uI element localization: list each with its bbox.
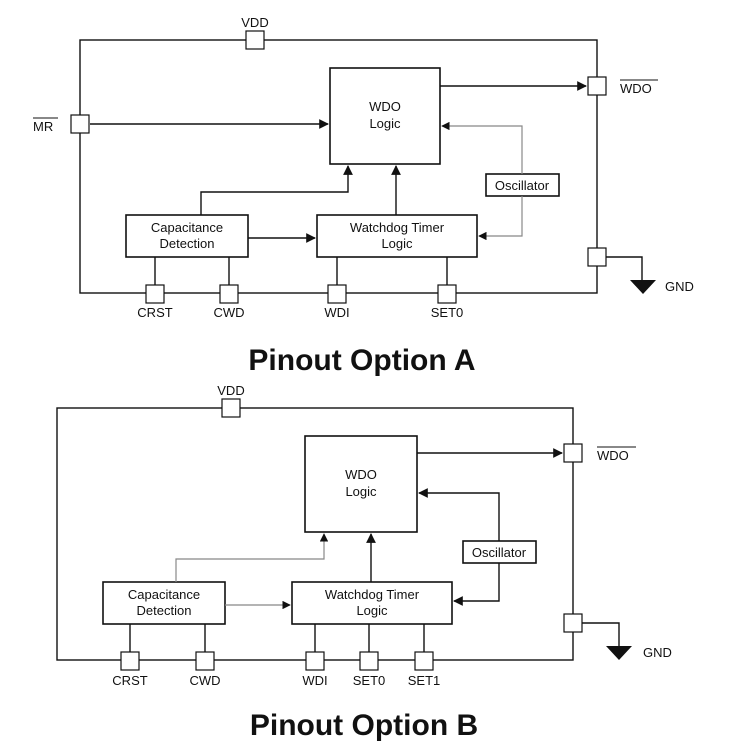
oscillator-block: Oscillator — [485, 173, 560, 197]
diagram-option-a: WDO Logic Oscillator Capacitance Detecti… — [33, 15, 694, 377]
mr-label: MR — [33, 119, 53, 134]
cap-to-wdo-logic — [200, 165, 353, 215]
capacitance-label-1: Capacitance — [151, 220, 223, 235]
osc-to-watchdog — [478, 196, 523, 241]
pin-vdd — [221, 398, 241, 418]
caption-option-b: Pinout Option B — [250, 709, 478, 742]
wdi-label: WDI — [324, 305, 349, 320]
cwd-label: CWD — [213, 305, 244, 320]
pin-cwd — [219, 284, 239, 304]
pin-set0 — [437, 284, 457, 304]
pin-set1 — [414, 651, 434, 671]
oscillator-label: Oscillator — [495, 178, 550, 193]
crst-label: CRST — [112, 673, 147, 688]
wdo-label: WDO — [597, 448, 629, 463]
diagram-option-b: WDO Logic Oscillator Capacitance Detecti… — [56, 383, 672, 742]
ground-icon — [606, 646, 632, 660]
cwd-label: CWD — [189, 673, 220, 688]
oscillator-block: Oscillator — [462, 540, 537, 564]
pin-mr — [70, 114, 90, 134]
watchdog-label-1: Watchdog Timer — [350, 220, 445, 235]
capacitance-label-1: Capacitance — [128, 587, 200, 602]
oscillator-label: Oscillator — [472, 545, 527, 560]
ground-icon — [630, 280, 656, 294]
crst-label: CRST — [137, 305, 172, 320]
capacitance-label-2: Detection — [160, 236, 215, 251]
pin-wdo — [587, 76, 607, 96]
wdo-logic-label-2: Logic — [369, 116, 401, 131]
watchdog-label-1: Watchdog Timer — [325, 587, 420, 602]
pin-gnd — [587, 247, 607, 267]
gnd-trace — [605, 256, 643, 280]
vdd-label: VDD — [241, 15, 268, 30]
capacitance-label-2: Detection — [137, 603, 192, 618]
watchdog-timer-block: Watchdog Timer Logic — [291, 581, 453, 625]
pin-set0 — [359, 651, 379, 671]
wdo-logic-block: WDO Logic — [304, 435, 418, 533]
capacitance-detection-block: Capacitance Detection — [102, 581, 226, 625]
osc-to-wdo-logic — [418, 488, 500, 541]
wdo-logic-label-2: Logic — [345, 484, 377, 499]
cap-to-wdo-logic — [175, 533, 329, 582]
wdo-logic-block: WDO Logic — [329, 67, 441, 165]
gnd-label: GND — [643, 645, 672, 660]
vdd-label: VDD — [217, 383, 244, 398]
gnd-label: GND — [665, 279, 694, 294]
wdo-logic-label-1: WDO — [369, 99, 401, 114]
pin-gnd — [563, 613, 583, 633]
gnd-trace — [581, 622, 620, 646]
pin-crst — [145, 284, 165, 304]
pin-wdi — [305, 651, 325, 671]
watchdog-label-2: Logic — [381, 236, 413, 251]
set0-label: SET0 — [431, 305, 464, 320]
pin-wdo — [563, 443, 583, 463]
set0-label: SET0 — [353, 673, 386, 688]
wdi-label: WDI — [302, 673, 327, 688]
capacitance-detection-block: Capacitance Detection — [125, 214, 249, 258]
set1-label: SET1 — [408, 673, 441, 688]
pin-cwd — [195, 651, 215, 671]
osc-to-wdo-logic — [441, 121, 523, 174]
pin-vdd — [245, 30, 265, 50]
caption-option-a: Pinout Option A — [248, 344, 475, 377]
watchdog-label-2: Logic — [356, 603, 388, 618]
watchdog-timer-block: Watchdog Timer Logic — [316, 214, 478, 258]
wdo-logic-label-1: WDO — [345, 467, 377, 482]
osc-to-watchdog — [453, 563, 500, 606]
pin-crst — [120, 651, 140, 671]
pin-wdi — [327, 284, 347, 304]
wdo-label: WDO — [620, 81, 652, 96]
